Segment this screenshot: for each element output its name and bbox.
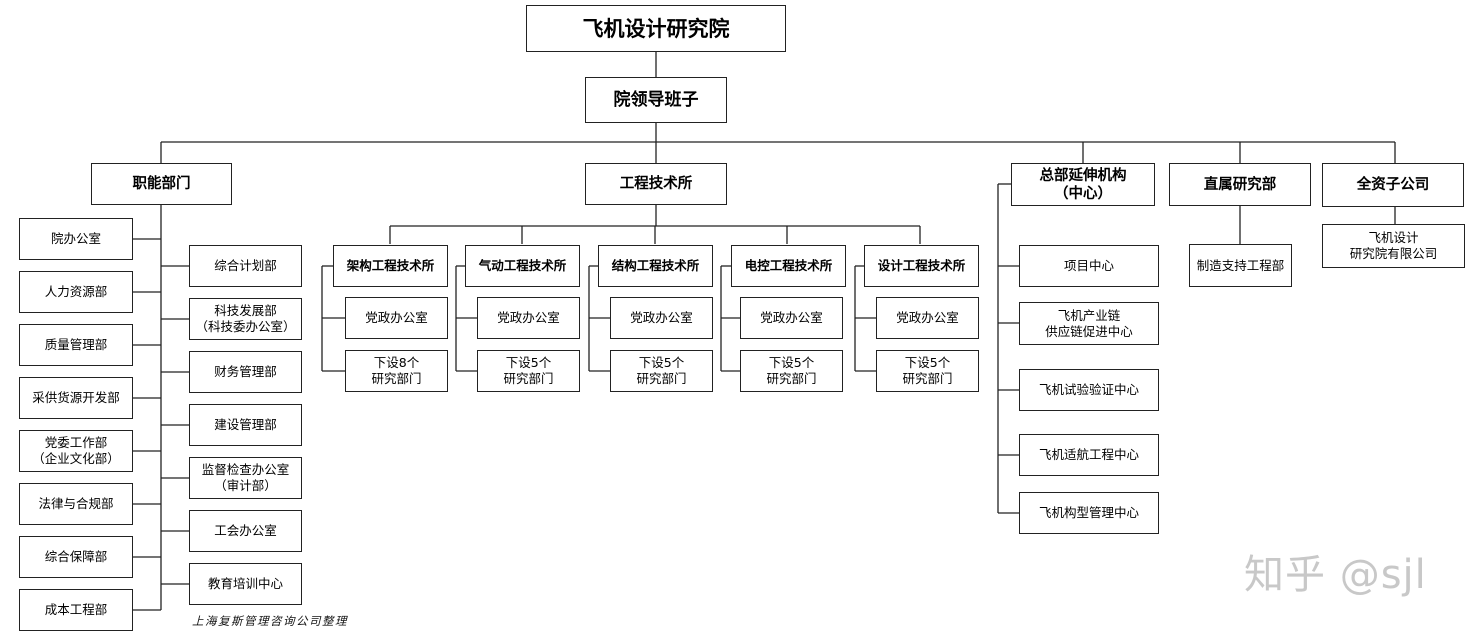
dept-box: 质量管理部 bbox=[19, 324, 133, 366]
dept-box: 财务管理部 bbox=[189, 351, 302, 393]
dept-box: 党委工作部 （企业文化部） bbox=[19, 430, 133, 472]
center-box: 飞机构型管理中心 bbox=[1019, 492, 1159, 534]
dept-box: 工会办公室 bbox=[189, 510, 302, 552]
office-box: 党政办公室 bbox=[740, 297, 843, 339]
office-box: 党政办公室 bbox=[477, 297, 580, 339]
dept-box: 建设管理部 bbox=[189, 404, 302, 446]
dept-box: 法律与合规部 bbox=[19, 483, 133, 525]
leadership-box: 院领导班子 bbox=[585, 77, 727, 123]
source-note: 上海复斯管理咨询公司整理 bbox=[192, 614, 348, 628]
subdept-box: 下设5个 研究部门 bbox=[740, 350, 843, 392]
subdept-box: 下设5个 研究部门 bbox=[477, 350, 580, 392]
watermark: 知乎 @sjl bbox=[1244, 552, 1427, 598]
dept-box: 科技发展部 （科技委办公室） bbox=[189, 298, 302, 340]
subdept-box: 下设8个 研究部门 bbox=[345, 350, 448, 392]
dept-box: 成本工程部 bbox=[19, 589, 133, 631]
group-functional: 职能部门 bbox=[91, 163, 232, 205]
center-box: 飞机产业链 供应链促进中心 bbox=[1019, 302, 1159, 345]
institute-box: 电控工程技术所 bbox=[731, 245, 846, 287]
group-extension: 总部延伸机构 （中心） bbox=[1011, 163, 1155, 206]
dept-box: 人力资源部 bbox=[19, 271, 133, 313]
institute-box: 架构工程技术所 bbox=[333, 245, 448, 287]
subdept-box: 下设5个 研究部门 bbox=[610, 350, 713, 392]
institute-box: 结构工程技术所 bbox=[598, 245, 713, 287]
institute-box: 设计工程技术所 bbox=[864, 245, 979, 287]
org-title: 飞机设计研究院 bbox=[526, 5, 786, 52]
office-box: 党政办公室 bbox=[876, 297, 979, 339]
group-direct: 直属研究部 bbox=[1169, 163, 1311, 206]
dept-box: 综合计划部 bbox=[189, 245, 302, 287]
center-box: 飞机试验验证中心 bbox=[1019, 369, 1159, 411]
office-box: 党政办公室 bbox=[610, 297, 713, 339]
group-subsidiary: 全资子公司 bbox=[1322, 163, 1464, 207]
group-engineering: 工程技术所 bbox=[585, 163, 727, 205]
dept-box: 教育培训中心 bbox=[189, 563, 302, 605]
subsidiary-box: 飞机设计 研究院有限公司 bbox=[1322, 224, 1465, 268]
dept-box: 综合保障部 bbox=[19, 536, 133, 578]
institute-box: 气动工程技术所 bbox=[465, 245, 580, 287]
center-box: 项目中心 bbox=[1019, 245, 1159, 287]
office-box: 党政办公室 bbox=[345, 297, 448, 339]
subdept-box: 下设5个 研究部门 bbox=[876, 350, 979, 392]
center-box: 飞机适航工程中心 bbox=[1019, 434, 1159, 476]
direct-dept-box: 制造支持工程部 bbox=[1189, 244, 1292, 287]
dept-box: 院办公室 bbox=[19, 218, 133, 260]
dept-box: 采供货源开发部 bbox=[19, 377, 133, 419]
dept-box: 监督检查办公室 （审计部） bbox=[189, 457, 302, 499]
